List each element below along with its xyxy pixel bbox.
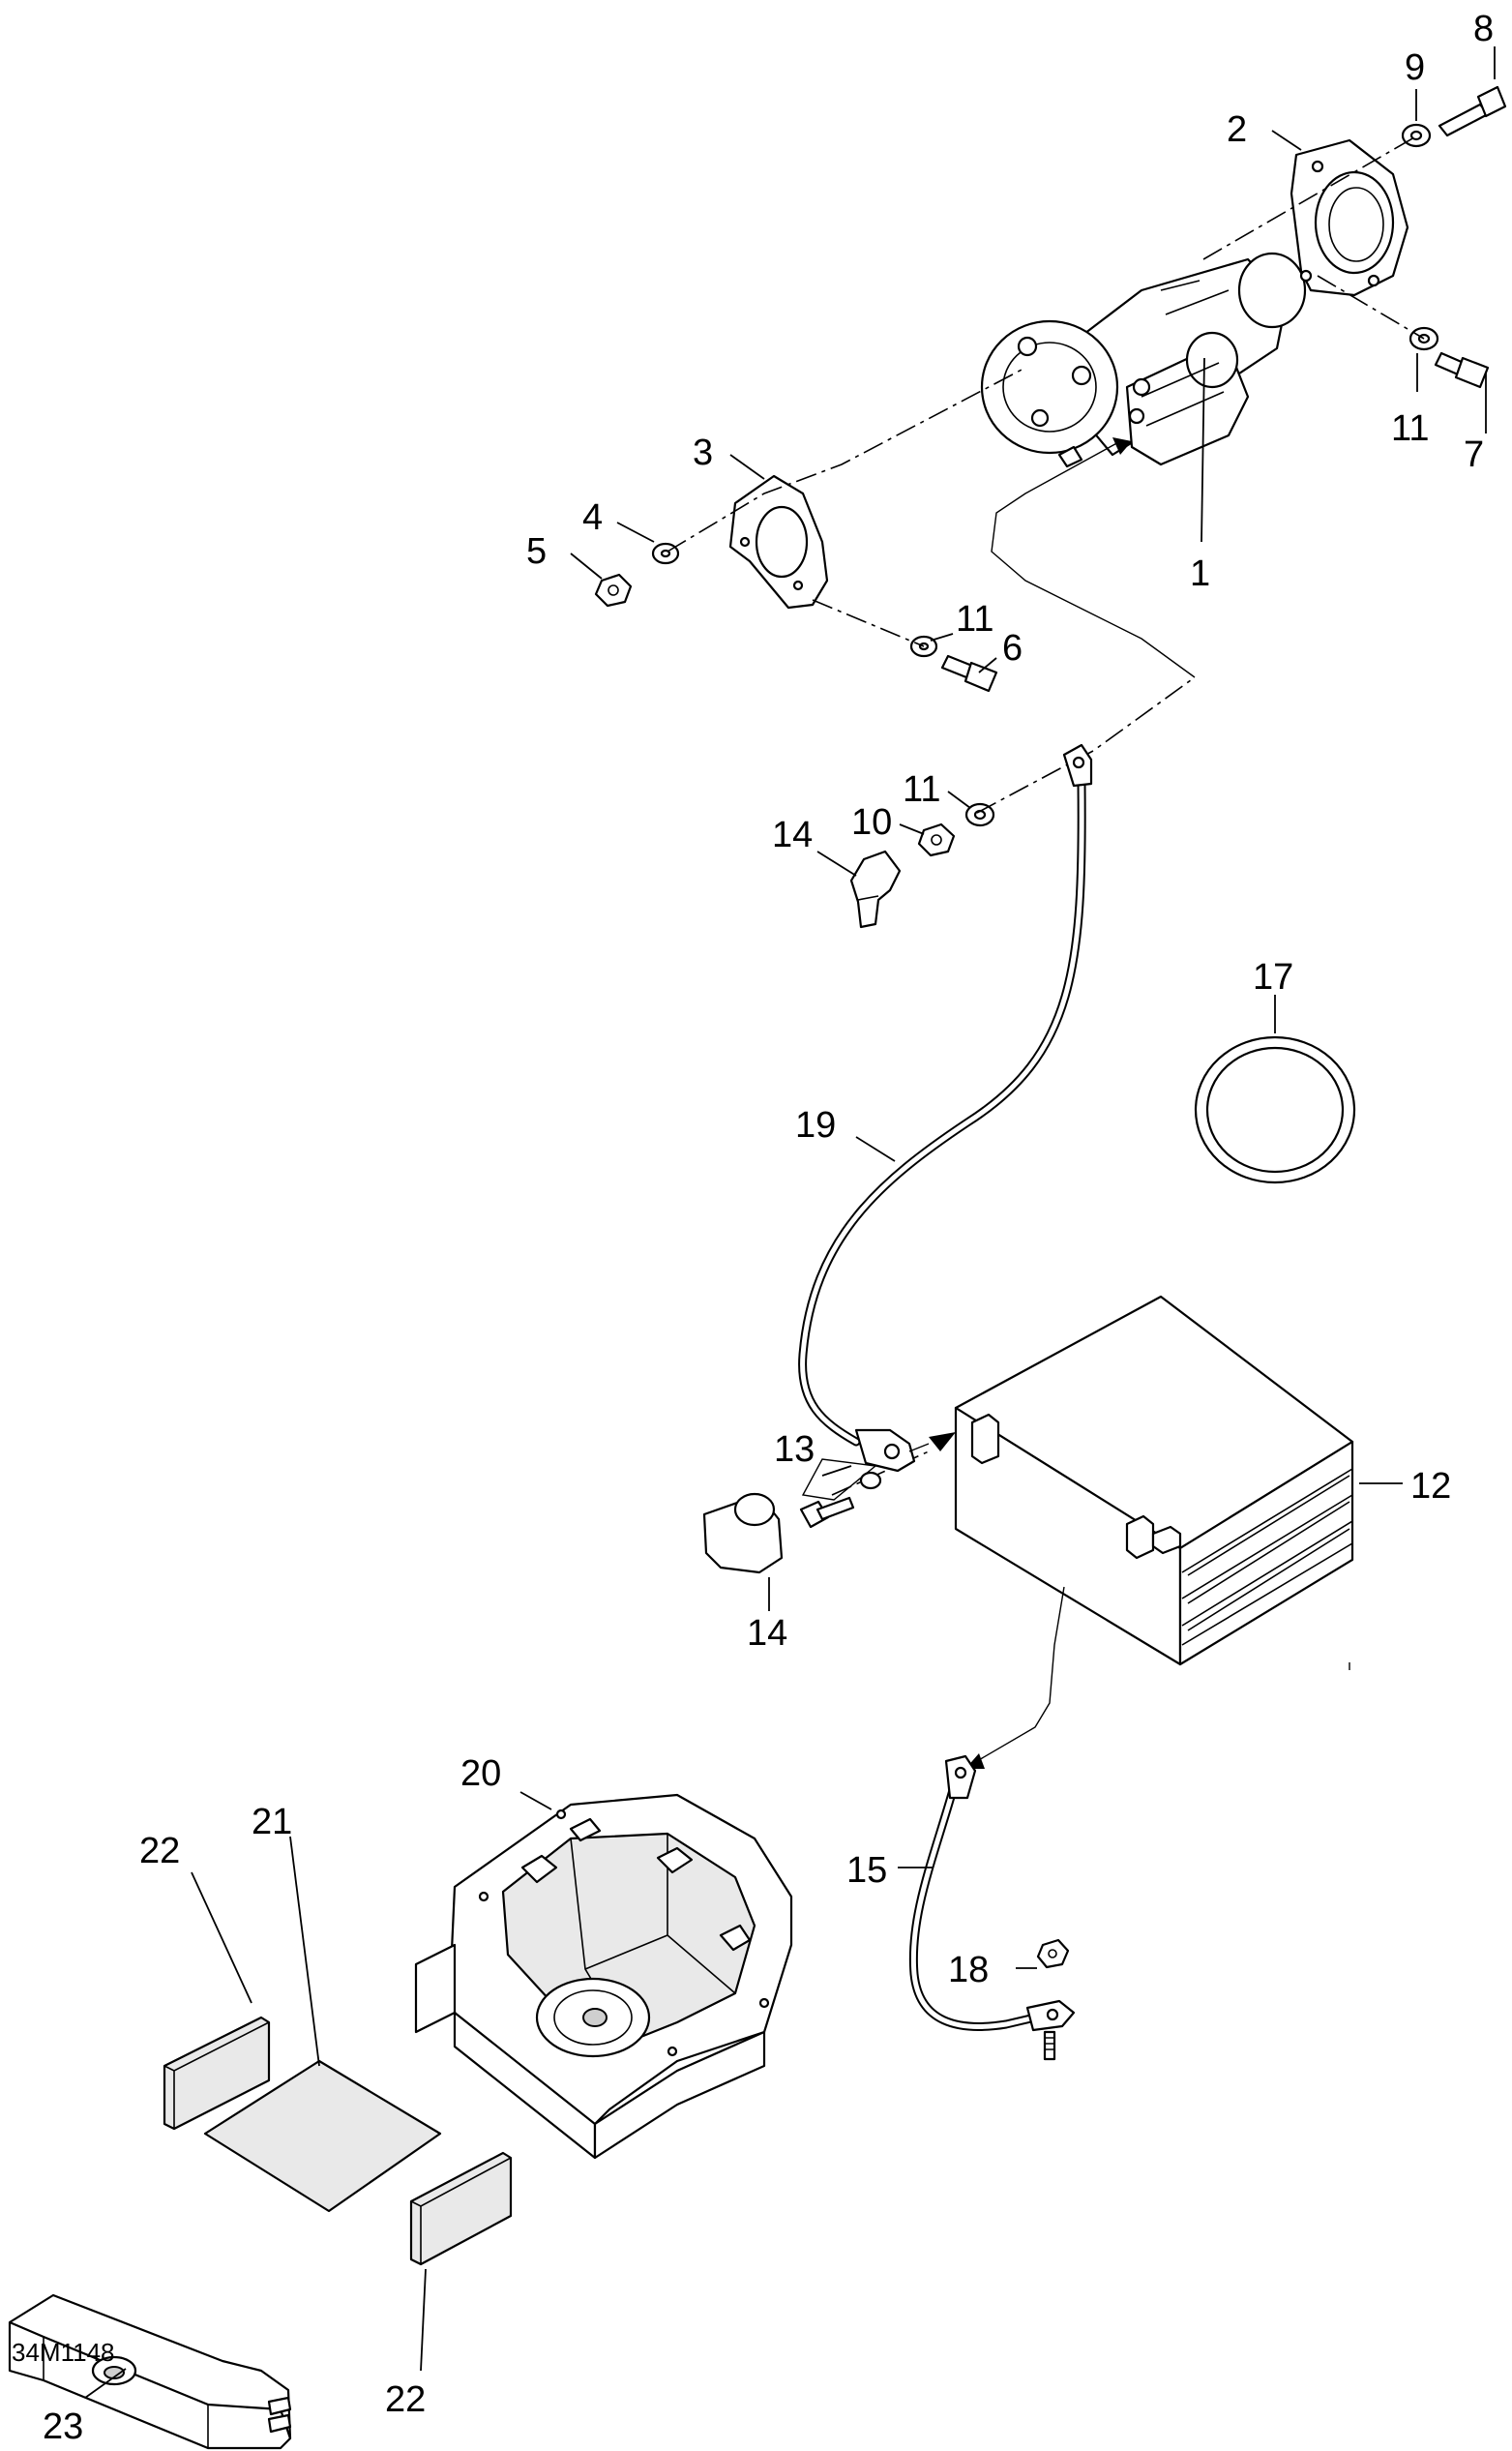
callout-14b: 14	[747, 1613, 787, 1654]
ground-nut-stud	[1036, 1938, 1070, 2061]
callout-14a: 14	[772, 815, 813, 855]
terminal-boot-upper	[849, 850, 902, 929]
callout-21: 21	[252, 1802, 292, 1842]
callout-4: 4	[582, 497, 603, 538]
callout-15: 15	[846, 1850, 887, 1891]
callout-5: 5	[526, 531, 547, 572]
starter-motor	[980, 252, 1307, 468]
battery-terminal-screw	[799, 1458, 882, 1529]
battery-cover	[8, 2293, 292, 2450]
callout-22a: 22	[139, 1831, 180, 1871]
starter-wire	[991, 437, 1196, 678]
callout-3: 3	[693, 433, 713, 473]
battery	[908, 1295, 1354, 1666]
callout-2: 2	[1227, 109, 1247, 150]
callout-6: 6	[1002, 628, 1023, 669]
callout-7: 7	[1464, 434, 1484, 475]
callout-22b: 22	[385, 2379, 426, 2420]
callout-9: 9	[1405, 47, 1425, 88]
foam-block-left	[163, 2016, 271, 2131]
callout-18: 18	[948, 1950, 989, 1990]
battery-negative-wire	[965, 1586, 1065, 1769]
fasteners	[594, 85, 1507, 857]
callout-17: 17	[1253, 957, 1293, 998]
callout-13: 13	[774, 1429, 815, 1470]
positive-cable	[798, 743, 1093, 1473]
o-ring	[1194, 1035, 1356, 1184]
callout-10: 10	[851, 802, 892, 843]
callout-1: 1	[1190, 553, 1210, 594]
callout-11b: 11	[956, 599, 993, 640]
callout-8: 8	[1473, 9, 1494, 49]
callout-11c: 11	[903, 769, 940, 810]
callout-20: 20	[460, 1753, 501, 1794]
callout-12: 12	[1410, 1466, 1451, 1507]
leader-lines	[84, 46, 1496, 2399]
callout-labels: 1 2 3 4 5 6 7 8 9 10 11 11 11 12 13 14 1…	[12, 9, 1494, 2447]
figure-code: 34M1148	[12, 2338, 115, 2367]
callout-19: 19	[795, 1105, 836, 1146]
battery-pad	[203, 2059, 442, 2213]
callout-23: 23	[43, 2406, 83, 2447]
battery-tray	[414, 1793, 793, 2160]
foam-block-right	[409, 2151, 513, 2266]
rear-bracket	[1290, 138, 1409, 297]
front-bracket	[728, 474, 829, 610]
callout-11a: 11	[1391, 408, 1429, 449]
assembly-lines	[667, 136, 1425, 1496]
negative-cable	[908, 1754, 1076, 2032]
terminal-boot-lower	[702, 1492, 784, 1574]
